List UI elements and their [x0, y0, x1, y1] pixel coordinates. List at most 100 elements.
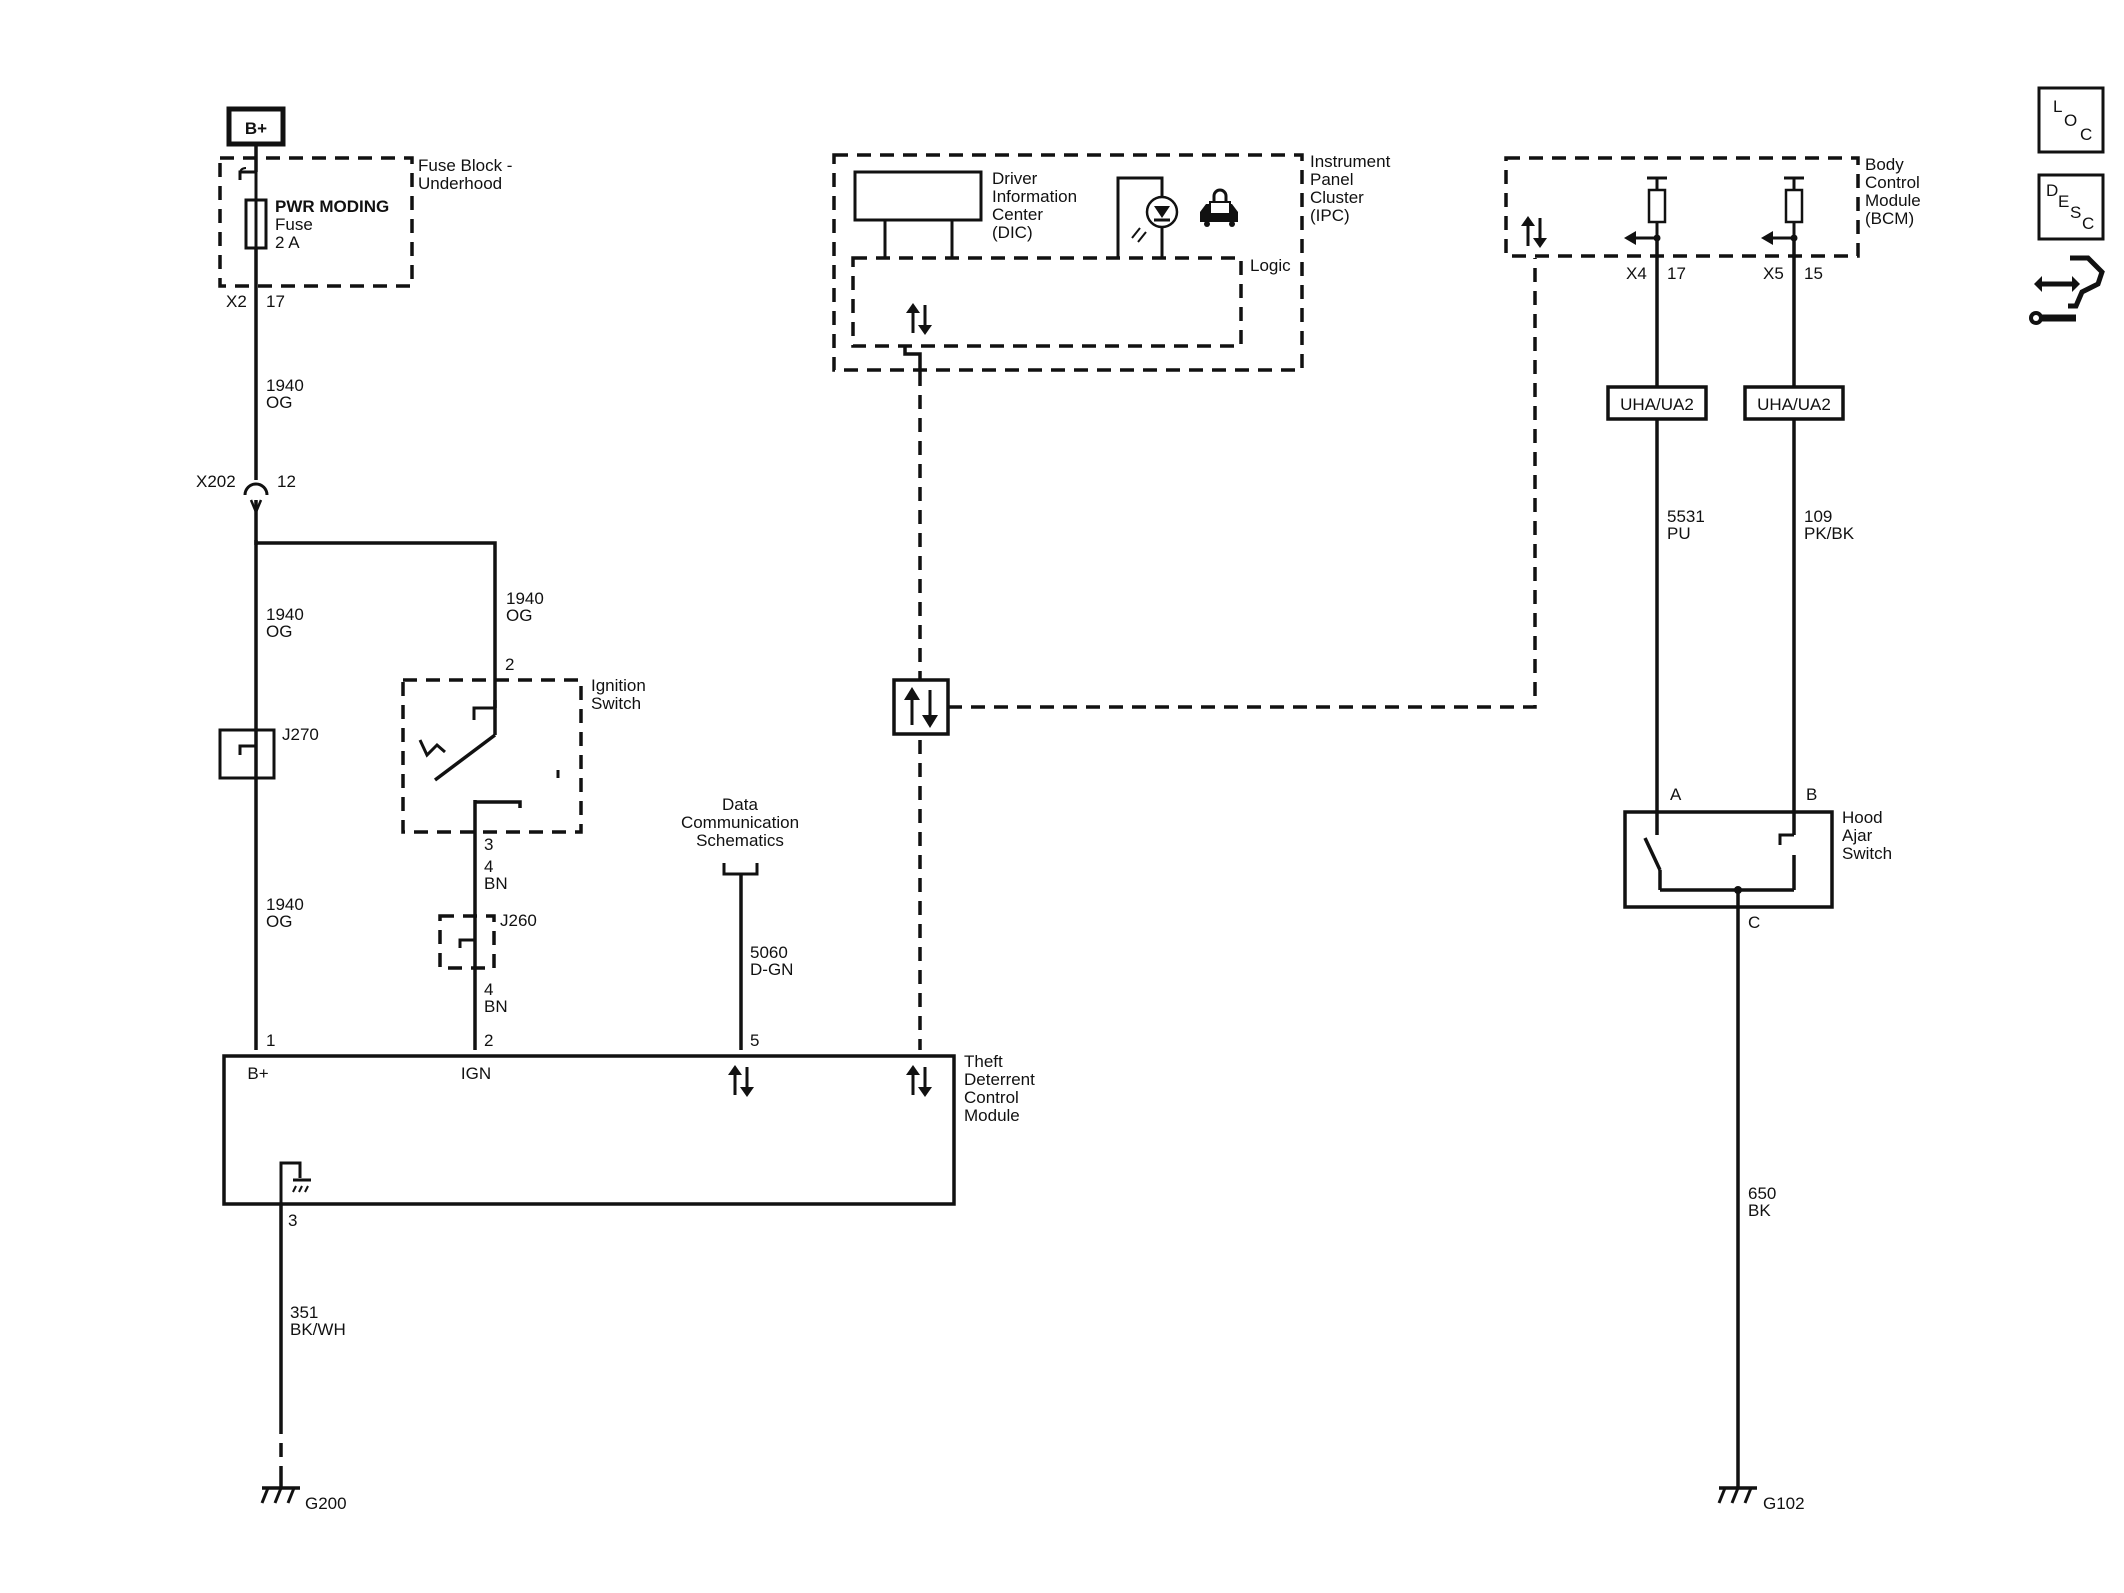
- wire-1940-b-color: OG: [266, 622, 292, 641]
- bcm-title-3: Module: [1865, 191, 1921, 210]
- ground-g102-label: G102: [1763, 1494, 1805, 1513]
- dic-line-3: Center: [992, 205, 1043, 224]
- fuse-label: Fuse: [275, 215, 313, 234]
- ignition-switch-pin-bottom: 3: [484, 835, 493, 854]
- dic-line-4: (DIC): [992, 223, 1033, 242]
- fuse-connector-label: X2: [226, 292, 247, 311]
- ipc-title-1: Instrument: [1310, 152, 1391, 171]
- ipc-logic-label: Logic: [1250, 256, 1291, 275]
- wire-5531-color: PU: [1667, 524, 1691, 543]
- fuse-connector-pin: 17: [266, 292, 285, 311]
- fuse-name: PWR MODING: [275, 197, 389, 216]
- splice-j260-label: J260: [500, 911, 537, 930]
- wire-1940-a-circuit: 1940: [266, 376, 304, 395]
- splice-j270: J270: [218, 725, 319, 780]
- hood-switch-pin-a: A: [1670, 785, 1682, 804]
- bcm-input-x5-icon: [1761, 176, 1804, 245]
- fuse-rating: 2 A: [275, 233, 300, 252]
- security-indicator-led-icon: [1116, 176, 1179, 258]
- tdm-serial-data-arrows-icon: [906, 1065, 932, 1097]
- bcm-pin-a: 17: [1667, 264, 1686, 283]
- wire-4bn-a-color: BN: [484, 874, 508, 893]
- tdm-title-4: Module: [964, 1106, 1020, 1125]
- bcm-connector-a: X4: [1626, 264, 1647, 283]
- data-communication-reference: Data Communication Schematics: [681, 795, 799, 1050]
- hood-ajar-switch: Hood Ajar Switch A B C: [1623, 785, 1892, 932]
- data-comm-line-1: Data: [722, 795, 758, 814]
- wire-650-color: BK: [1748, 1201, 1771, 1220]
- svg-text:E: E: [2058, 192, 2069, 211]
- svg-text:S: S: [2070, 203, 2081, 222]
- wire-1940-a-color: OG: [266, 393, 292, 412]
- wire-1940-b-circuit: 1940: [266, 605, 304, 624]
- wire-109-color: PK/BK: [1804, 524, 1855, 543]
- bcm-pin-b: 15: [1804, 264, 1823, 283]
- fuse-block-title: Fuse Block -: [418, 156, 512, 175]
- ignition-switch-pin-top: 2: [505, 655, 514, 674]
- hood-switch-title-2: Ajar: [1842, 826, 1873, 845]
- battery-source-label: B+: [245, 119, 267, 138]
- ignition-switch: Ignition Switch 2 3: [401, 655, 646, 1050]
- wire-1940-d-color: OG: [266, 912, 292, 931]
- dic-line-2: Information: [992, 187, 1077, 206]
- bcm-title-1: Body: [1865, 155, 1904, 174]
- instrument-panel-cluster: Instrument Panel Cluster (IPC) Driver In…: [832, 152, 1391, 372]
- wire-4bn-b-circuit: 4: [484, 980, 493, 999]
- wire-650-circuit: 650: [1748, 1184, 1776, 1203]
- ipc-serial-data-arrows-icon: [906, 303, 932, 335]
- svg-text:C: C: [2080, 125, 2092, 144]
- tdm-data-arrows-icon: [728, 1065, 754, 1097]
- wire-1940-d-circuit: 1940: [266, 895, 304, 914]
- wire-1940-c-circuit: 1940: [506, 589, 544, 608]
- ground-g200-label: G200: [305, 1494, 347, 1513]
- bcm-title-4: (BCM): [1865, 209, 1914, 228]
- option-box-uha-ua2-b: UHA/UA2: [1743, 385, 1845, 421]
- option-box-uha-ua2-a: UHA/UA2: [1606, 385, 1708, 421]
- hood-switch-pin-b: B: [1806, 785, 1817, 804]
- bcm-serial-data-arrows-icon: [1521, 216, 1547, 248]
- body-control-module: Body Control Module (BCM) X4: [1504, 155, 1921, 283]
- tdm-internal-ground-icon: [279, 1161, 311, 1210]
- svg-text:D: D: [2046, 181, 2058, 200]
- ignition-switch-subtitle: Switch: [591, 694, 641, 713]
- fuse-block-subtitle: Underhood: [418, 174, 502, 193]
- svg-text:L: L: [2053, 97, 2062, 116]
- wire-5060-color: D-GN: [750, 960, 793, 979]
- hood-switch-title-3: Switch: [1842, 844, 1892, 863]
- ground-g200-icon: [260, 1480, 300, 1504]
- component-locator-icon[interactable]: L O C: [2037, 86, 2105, 154]
- wire-351-color: BK/WH: [290, 1320, 346, 1339]
- theft-deterrent-module: Theft Deterrent Control Module 1 2 5 B+ …: [222, 1031, 1035, 1230]
- diagnostic-tools-icon[interactable]: [2029, 255, 2105, 325]
- description-icon[interactable]: D E S C: [2037, 173, 2105, 241]
- splice-j270-label: J270: [282, 725, 319, 744]
- serial-data-junction-icon: [892, 678, 950, 736]
- ipc-title-4: (IPC): [1310, 206, 1350, 225]
- battery-source: B+: [226, 106, 286, 147]
- bcm-title-2: Control: [1865, 173, 1920, 192]
- hood-switch-pin-c: C: [1748, 913, 1760, 932]
- data-comm-line-3: Schematics: [696, 831, 784, 850]
- connector-x202-pin: 12: [277, 472, 296, 491]
- ipc-title-2: Panel: [1310, 170, 1353, 189]
- tdm-title-1: Theft: [964, 1052, 1003, 1071]
- bcm-connector-b: X5: [1763, 264, 1784, 283]
- data-comm-line-2: Communication: [681, 813, 799, 832]
- tdm-label-bplus: B+: [247, 1064, 268, 1083]
- connector-x202-label: X202: [196, 472, 236, 491]
- svg-text:O: O: [2064, 111, 2077, 130]
- fuse-block-underhood: Fuse Block - Underhood PWR MODING Fuse 2…: [218, 156, 512, 288]
- svg-text:C: C: [2082, 214, 2094, 233]
- ipc-title-3: Cluster: [1310, 188, 1364, 207]
- ignition-switch-title: Ignition: [591, 676, 646, 695]
- ground-g102-icon: [1717, 1486, 1757, 1504]
- tdm-pin-ign: 2: [484, 1031, 493, 1050]
- wire-5531-circuit: 5531: [1667, 507, 1705, 526]
- tdm-pin-data: 5: [750, 1031, 759, 1050]
- bcm-input-x4-icon: [1624, 176, 1667, 245]
- tdm-label-ign: IGN: [461, 1064, 491, 1083]
- hood-switch-title-1: Hood: [1842, 808, 1883, 827]
- connector-x202: X202 12: [196, 472, 296, 545]
- wire-4bn-a-circuit: 4: [484, 857, 493, 876]
